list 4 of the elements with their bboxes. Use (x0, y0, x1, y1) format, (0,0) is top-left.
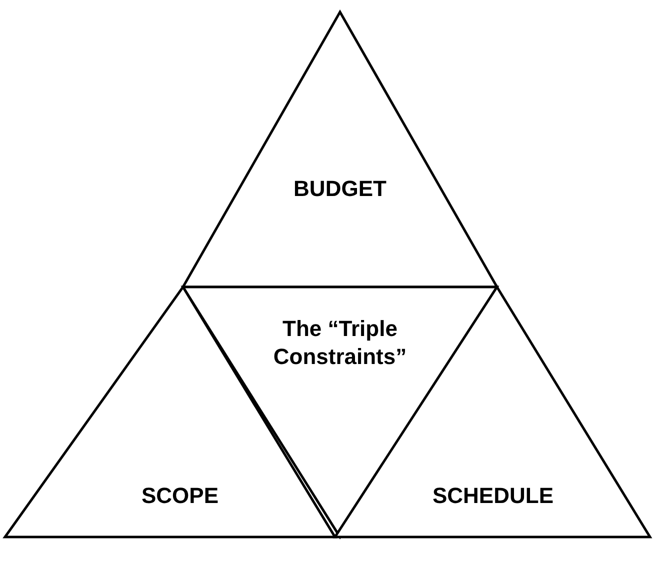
section-label: SCHEDULE (431, 482, 554, 510)
section-label: SCOPE (140, 482, 220, 510)
section-label: The “Triple Constraints” (272, 315, 408, 371)
section-label: BUDGET (292, 175, 388, 203)
